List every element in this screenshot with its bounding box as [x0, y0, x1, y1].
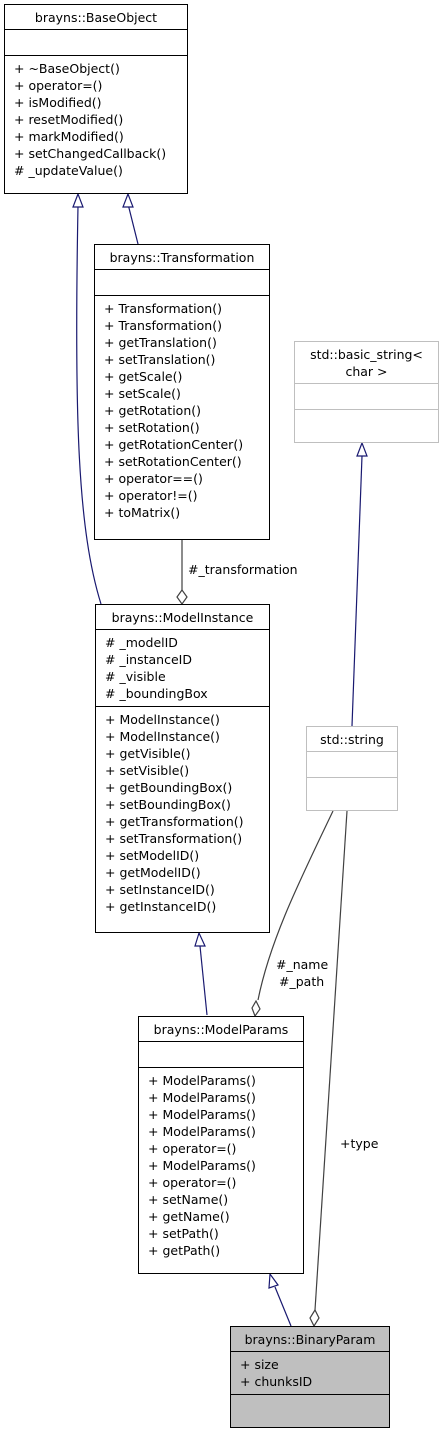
method: + getRotationCenter() [104, 437, 244, 452]
method: + getBoundingBox() [105, 780, 233, 795]
edge-modelparams-to-modelinstance [199, 945, 208, 1016]
method: + setScale() [104, 386, 181, 401]
method: + getTranslation() [104, 335, 217, 350]
methods-section: + Transformation() + Transformation() + … [95, 296, 269, 525]
attribute: # _instanceID [105, 652, 192, 667]
inheritance-arrowhead-icon [72, 192, 84, 208]
edge-string-type [314, 810, 348, 1311]
attributes-section [295, 384, 438, 410]
method: + setRotation() [104, 420, 200, 435]
attributes-section [95, 270, 269, 296]
method: + setName() [148, 1192, 229, 1207]
method: + setModelID() [105, 848, 200, 863]
method: + ModelInstance() [105, 729, 220, 744]
method: + toMatrix() [104, 505, 181, 520]
inheritance-arrowhead-icon [194, 931, 206, 947]
edge-label-name: #_name [276, 957, 329, 972]
method: + isModified() [14, 95, 102, 110]
method: + ~BaseObject() [14, 61, 120, 76]
class-title: brayns::BinaryParam [231, 1327, 389, 1352]
method: + operator!=() [104, 488, 198, 503]
method: # _updateValue() [14, 163, 123, 178]
class-box-binaryparam[interactable]: brayns::BinaryParam + size + chunksID [230, 1326, 390, 1428]
inheritance-arrowhead-icon [268, 1272, 279, 1289]
method: + setTranslation() [104, 352, 216, 367]
method: + ModelInstance() [105, 712, 220, 727]
method: + ModelParams() [148, 1073, 256, 1088]
methods-section: + ModelInstance() + ModelInstance() + ge… [96, 707, 269, 919]
edge-transformation-to-baseobject [127, 203, 139, 245]
methods-section [307, 778, 397, 803]
class-box-baseobject[interactable]: brayns::BaseObject + ~BaseObject() + ope… [4, 4, 188, 194]
method: + setVisible() [105, 763, 190, 778]
method: + setInstanceID() [105, 882, 215, 897]
class-box-string[interactable]: std::string [306, 726, 398, 811]
attribute: + chunksID [240, 1374, 313, 1389]
attribute: + size [240, 1357, 279, 1372]
class-title: std::basic_string< char > [295, 342, 438, 384]
inheritance-arrowhead-icon [356, 441, 368, 457]
method: + setPath() [148, 1226, 219, 1241]
method: + ModelParams() [148, 1107, 256, 1122]
attribute: # _modelID [105, 635, 178, 650]
method: + getTransformation() [105, 814, 244, 829]
attribute: # _boundingBox [105, 686, 208, 701]
method: + setTransformation() [105, 831, 243, 846]
composition-diamond-icon [251, 999, 261, 1018]
method: + ModelParams() [148, 1090, 256, 1105]
edge-label-transformation: #_transformation [188, 562, 298, 577]
class-title: brayns::ModelParams [139, 1017, 303, 1042]
class-box-modelinstance[interactable]: brayns::ModelInstance # _modelID # _inst… [95, 604, 270, 933]
attributes-section: # _modelID # _instanceID # _visible # _b… [96, 630, 269, 707]
edge-string-name-path [257, 810, 334, 1001]
class-box-modelparams[interactable]: brayns::ModelParams + ModelParams() + Mo… [138, 1016, 304, 1274]
attributes-section: + size + chunksID [231, 1352, 389, 1395]
class-box-basic-string[interactable]: std::basic_string< char > [294, 341, 439, 443]
method: + Transformation() [104, 318, 222, 333]
edge-label-type: +type [340, 1136, 379, 1151]
class-box-transformation[interactable]: brayns::Transformation + Transformation(… [94, 244, 270, 540]
method: + getPath() [148, 1243, 221, 1258]
method: + Transformation() [104, 301, 222, 316]
method: + operator==() [104, 471, 203, 486]
method: + getModelID() [105, 865, 201, 880]
class-title: brayns::BaseObject [5, 5, 187, 30]
attributes-section [307, 752, 397, 778]
method: + getInstanceID() [105, 899, 217, 914]
attribute: # _visible [105, 669, 166, 684]
method: + ModelParams() [148, 1124, 256, 1139]
method: + setChangedCallback() [14, 146, 167, 161]
attributes-section [139, 1042, 303, 1068]
methods-section [295, 410, 438, 435]
inheritance-arrowhead-icon [122, 192, 134, 208]
composition-diamond-icon [309, 1308, 320, 1328]
class-title: brayns::ModelInstance [96, 605, 269, 630]
methods-section: + ~BaseObject() + operator=() + isModifi… [5, 56, 187, 183]
method: + getVisible() [105, 746, 191, 761]
edge-binaryparam-to-modelparams [274, 1286, 292, 1327]
method: + setRotationCenter() [104, 454, 242, 469]
methods-section [231, 1395, 389, 1420]
method: + ModelParams() [148, 1158, 256, 1173]
method: + operator=() [14, 78, 103, 93]
edge-modelinstance-to-baseobject [76, 205, 102, 605]
class-title: std::string [307, 727, 397, 752]
method: + resetModified() [14, 112, 124, 127]
method: + markModified() [14, 129, 124, 144]
method: + getScale() [104, 369, 183, 384]
edge-label-path: #_path [279, 974, 325, 989]
method: + setBoundingBox() [105, 797, 231, 812]
method: + getRotation() [104, 403, 202, 418]
method: + getName() [148, 1209, 230, 1224]
methods-section: + ModelParams() + ModelParams() + ModelP… [139, 1068, 303, 1263]
attributes-section [5, 30, 187, 56]
method: + operator=() [148, 1175, 237, 1190]
edge-string-to-basicstring [351, 455, 363, 727]
method: + operator=() [148, 1141, 237, 1156]
composition-diamond-icon [176, 588, 188, 606]
class-title: brayns::Transformation [95, 245, 269, 270]
